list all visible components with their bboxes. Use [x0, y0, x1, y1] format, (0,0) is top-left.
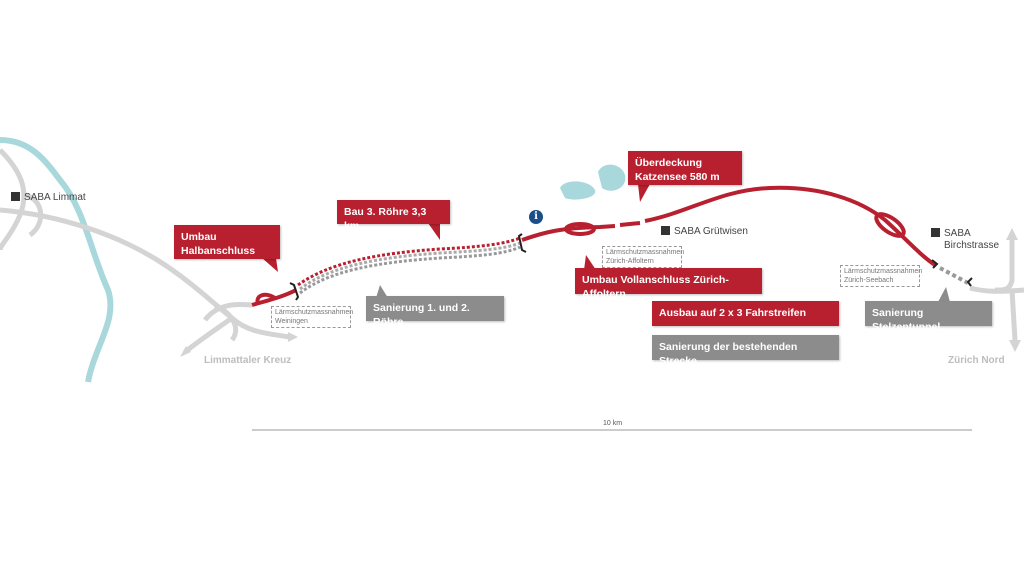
pointer-stelzentunnel: [938, 287, 950, 302]
noise-place: Zürich-Seebach: [844, 277, 894, 284]
legend-sanierung: Sanierung der bestehenden Strecke: [652, 335, 839, 367]
pointer-roehre3: [428, 223, 440, 240]
callout-stelzentunnel: Sanierung Stelzentunnel: [865, 301, 992, 333]
saba-marker-icon: [931, 228, 940, 237]
callout-ueberdeckung: Überdeckung Katzensee 580 m: [628, 151, 742, 185]
section-brackets: [289, 233, 973, 301]
saba-marker-icon: [661, 226, 670, 235]
callout-roehre3: Bau 3. Röhre 3,3 km: [337, 200, 450, 232]
tunnel-new: [297, 236, 521, 287]
callout-sanierung12: Sanierung 1. und 2. Röhre: [366, 296, 504, 328]
saba-label: SABA: [944, 228, 971, 239]
info-icon[interactable]: i: [529, 210, 543, 224]
pointer-vollanschluss: [584, 255, 596, 270]
arrow-up: [1006, 228, 1018, 240]
noise-place: Zürich-Affoltern: [606, 258, 654, 265]
saba-label: SABA Limmat: [24, 192, 86, 203]
pointer-sanierung12: [376, 285, 388, 298]
road-network-left: [0, 148, 291, 354]
legend-ausbau: Ausbau auf 2 x 3 Fahrstreifen: [652, 301, 839, 326]
saba-gruetwisen: SABA Grütwisen: [661, 226, 748, 238]
tunnel-existing-2: [299, 241, 521, 291]
red-route: [251, 185, 937, 307]
noise-title: Lärmschutzmassnahmen: [606, 249, 685, 256]
arrow-right: [288, 332, 298, 342]
saba-label: SABA Grütwisen: [674, 226, 748, 237]
lake-katzensee: [560, 164, 626, 200]
arrow-down: [1009, 340, 1021, 352]
noise-title: Lärmschutzmassnahmen: [275, 309, 354, 316]
road-network-right: [969, 240, 1024, 341]
callout-vollanschluss: Umbau Vollanschluss Zürich-Affoltern: [575, 268, 762, 300]
arrow-left-down: [180, 346, 191, 357]
place-zuerich-nord: Zürich Nord: [948, 355, 1005, 366]
saba-label-2: Birchstrasse: [944, 240, 1000, 251]
river: [0, 137, 114, 383]
noise-title: Lärmschutzmassnahmen: [844, 268, 923, 275]
pointer-ueberdeckung: [638, 184, 650, 202]
saba-marker-icon: [11, 192, 20, 201]
noise-place: Weiningen: [275, 318, 308, 325]
pointer-halbanschluss: [262, 258, 278, 272]
saba-limmat: SABA Limmat: [11, 192, 86, 204]
scale-label: 10 km: [603, 420, 623, 427]
callout-halbanschluss: Umbau Halbanschluss Weiningen: [174, 225, 280, 271]
place-limmattaler-kreuz: Limmattaler Kreuz: [204, 355, 292, 366]
stelzentunnel-dotted: [939, 266, 969, 285]
tunnel-existing: [299, 245, 521, 295]
